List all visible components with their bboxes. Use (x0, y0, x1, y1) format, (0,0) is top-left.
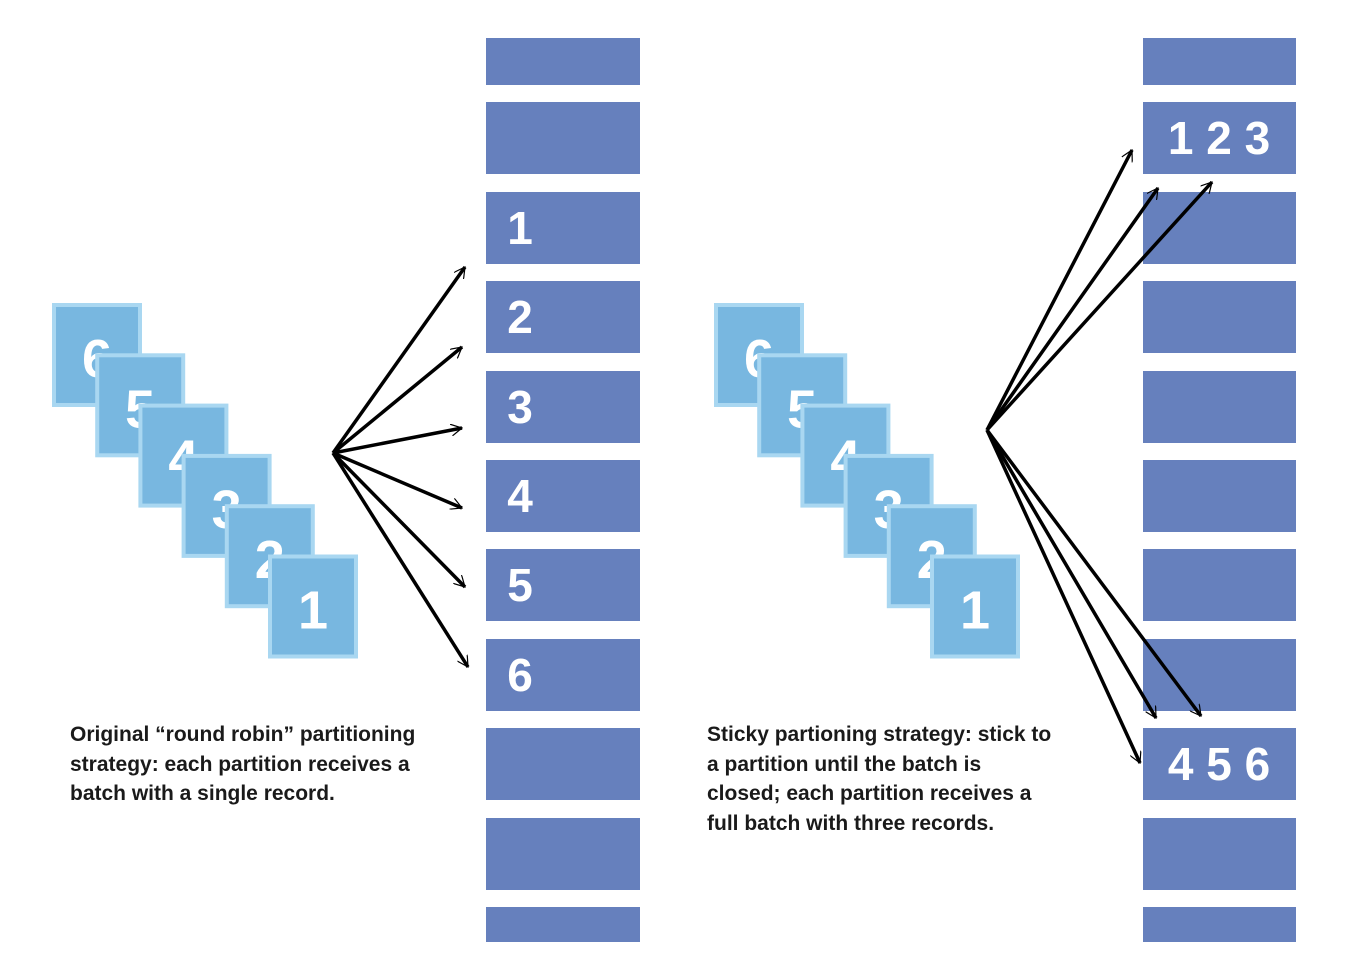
right-partition-2 (1143, 102, 1296, 174)
left-arrow-fan (331, 267, 470, 667)
right-arrow-fan (985, 150, 1214, 763)
left-partition-2 (486, 102, 640, 174)
right-partition-5 (1143, 371, 1296, 443)
left-partition-column: 1 2 3 4 5 6 (486, 38, 640, 942)
left-partition-3 (486, 192, 640, 264)
left-partition-label: 4 (507, 470, 533, 522)
left-record-card: 1 (268, 554, 358, 659)
left-partition-label: 1 (507, 202, 533, 254)
left-record-box (268, 554, 358, 659)
right-record-box (930, 554, 1020, 659)
left-partition-label: 3 (507, 381, 533, 433)
right-partition-label: 1 2 3 (1168, 112, 1270, 164)
left-partition-1 (486, 38, 640, 85)
left-partition-8 (486, 639, 640, 711)
left-partition-6 (486, 460, 640, 532)
right-arrow-1 (985, 150, 1134, 431)
left-partition-7 (486, 549, 640, 621)
right-arrow-5 (985, 428, 1203, 718)
right-arrow-2 (985, 188, 1160, 432)
right-partition-4 (1143, 281, 1296, 353)
left-partition-label: 5 (507, 559, 533, 611)
right-partition-8 (1143, 639, 1296, 711)
right-partition-label: 4 5 6 (1168, 738, 1270, 790)
left-partition-9 (486, 728, 640, 800)
left-caption: Original “round robin” partitioning stra… (70, 723, 416, 805)
left-arrow-2 (331, 345, 464, 455)
right-partition-column: 1 2 3 4 5 6 (1143, 38, 1296, 942)
left-record-stack: 654321 (52, 303, 358, 659)
right-arrow-4 (985, 429, 1158, 718)
right-partition-9 (1143, 728, 1296, 800)
left-record-number: 1 (298, 581, 328, 641)
right-partition-1 (1143, 38, 1296, 85)
right-partition-10 (1143, 818, 1296, 890)
left-arrow-6 (331, 452, 470, 667)
left-arrow-3 (332, 428, 462, 455)
right-partition-3 (1143, 192, 1296, 264)
right-record-card: 1 (930, 554, 1020, 659)
right-arrow-3 (985, 180, 1214, 432)
left-partition-5 (486, 371, 640, 443)
right-arrow-6 (985, 429, 1142, 763)
right-record-stack: 654321 (714, 303, 1020, 659)
right-record-number: 1 (960, 581, 990, 641)
right-partition-6 (1143, 460, 1296, 532)
left-arrow-1 (331, 267, 467, 455)
left-partition-4 (486, 281, 640, 353)
right-caption: Sticky partioning strategy: stick to a p… (707, 723, 1052, 835)
left-partition-label: 6 (507, 649, 533, 701)
right-partition-7 (1143, 549, 1296, 621)
left-partition-label: 2 (507, 291, 533, 343)
left-arrow-4 (332, 451, 462, 508)
left-arrow-5 (331, 451, 467, 589)
right-partition-11 (1143, 907, 1296, 942)
left-partition-10 (486, 818, 640, 890)
left-partition-11 (486, 907, 640, 942)
